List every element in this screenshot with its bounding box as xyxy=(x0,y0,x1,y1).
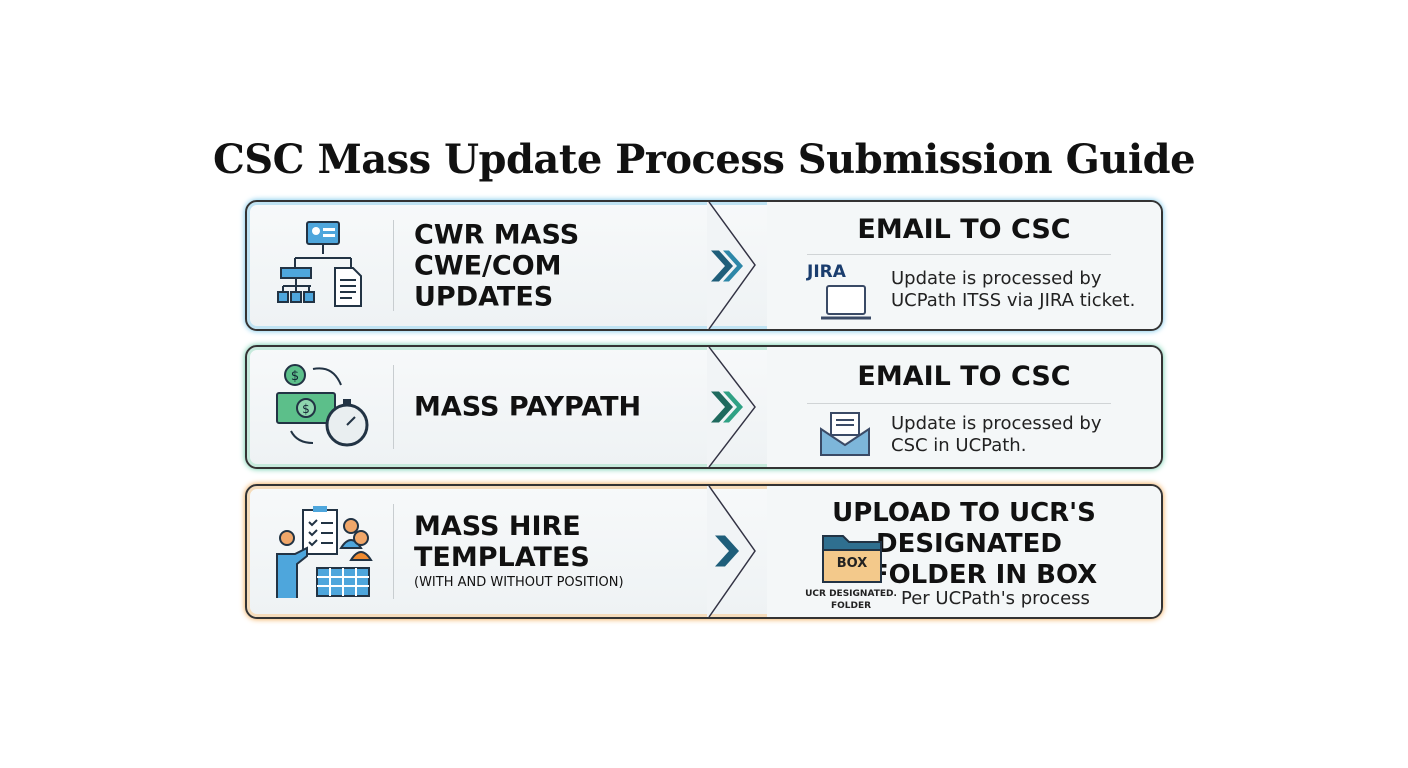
divider xyxy=(807,254,1111,255)
chevron-arrow-icon xyxy=(707,486,756,617)
label-line: MASS HIRE xyxy=(414,510,581,542)
desc-line: Update is processed by xyxy=(891,413,1102,434)
caption-line: UCR DESIGNATED. xyxy=(805,589,897,599)
divider xyxy=(807,403,1111,404)
label-line: CWR MASS xyxy=(414,219,580,250)
label-line: CWE/COM xyxy=(414,250,562,281)
row-mass-paypath: $ $ MASS PAYPATH EMAIL TO CSC Update is … xyxy=(245,345,1163,469)
action-heading: UPLOAD TO UCR'S DESIGNATED FOLDER IN BOX xyxy=(767,498,1161,591)
row-label: MASS HIRE TEMPLATES (WITH AND WITHOUT PO… xyxy=(414,511,624,593)
action-heading: EMAIL TO CSC xyxy=(857,214,1071,245)
chevron-arrow-icon xyxy=(707,202,756,329)
svg-text:$: $ xyxy=(291,369,299,384)
action-heading: EMAIL TO CSC xyxy=(857,361,1071,392)
row-mass-hire-templates: MASS HIRE TEMPLATES (WITH AND WITHOUT PO… xyxy=(245,484,1163,619)
action-section: EMAIL TO CSC Update is processed by CSC … xyxy=(767,347,1161,467)
row-label: MASS PAYPATH xyxy=(414,392,641,423)
action-section: UPLOAD TO UCR'S DESIGNATED FOLDER IN BOX… xyxy=(767,486,1161,617)
folder-label: BOX xyxy=(836,556,868,571)
action-line: DESIGNATED xyxy=(875,529,1063,559)
divider xyxy=(393,220,394,311)
page-title: CSC Mass Update Process Submission Guide xyxy=(212,136,1196,183)
action-section: EMAIL TO CSC JIRA Update is processed by… xyxy=(767,202,1161,329)
caption-line: FOLDER xyxy=(830,601,872,611)
action-description: Per UCPath's process xyxy=(901,588,1090,609)
label-line: UPDATES xyxy=(414,281,554,312)
chevron-arrow-icon xyxy=(707,347,756,467)
folder-icon xyxy=(822,535,882,583)
presenter-checklist-icon xyxy=(276,505,373,598)
action-line: FOLDER IN BOX xyxy=(870,560,1098,590)
email-envelope-icon xyxy=(820,412,870,456)
desc-line: CSC in UCPath. xyxy=(891,435,1027,456)
desc-line: Update is processed by xyxy=(891,268,1102,289)
org-chart-document-icon xyxy=(277,220,362,307)
folder-caption: UCR DESIGNATED. FOLDER xyxy=(801,588,901,612)
money-stopwatch-icon: $ $ xyxy=(276,364,369,447)
action-description: Update is processed by CSC in UCPath. xyxy=(891,413,1101,457)
label-line: TEMPLATES xyxy=(414,541,590,573)
box-folder-icon: BOX xyxy=(819,530,885,586)
row-label: CWR MASS CWE/COM UPDATES xyxy=(414,219,579,312)
divider xyxy=(393,365,394,449)
label-subtitle: (WITH AND WITHOUT POSITION) xyxy=(414,574,624,590)
row-cwr-mass-updates: CWR MASS CWE/COM UPDATES EMAIL TO CSC JI… xyxy=(245,200,1163,331)
svg-text:$: $ xyxy=(302,402,310,416)
action-description: Update is processed by UCPath ITSS via J… xyxy=(891,268,1135,312)
label-line: MASS PAYPATH xyxy=(414,391,642,423)
action-line: UPLOAD TO UCR'S xyxy=(832,498,1096,528)
desc-line: UCPath ITSS via JIRA ticket. xyxy=(891,290,1136,311)
divider xyxy=(393,504,394,599)
jira-logo: JIRA xyxy=(807,262,846,282)
laptop-icon xyxy=(821,285,871,320)
